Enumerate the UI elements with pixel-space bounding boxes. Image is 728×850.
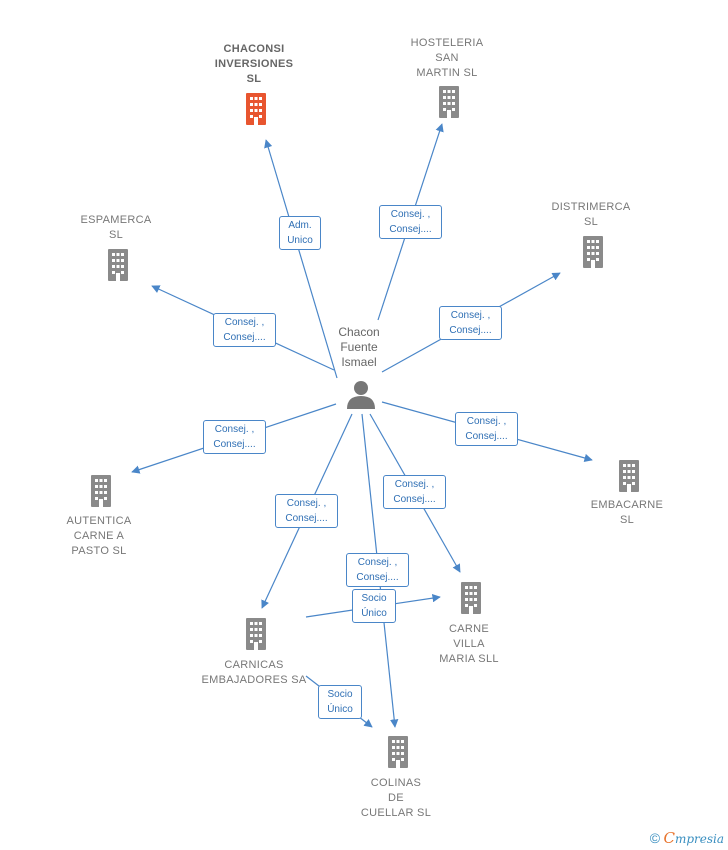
building-icon-hosteleria[interactable]	[439, 86, 459, 118]
company-label-distrimerca[interactable]: DISTRIMERCA SL	[531, 200, 651, 230]
edge-label-e_chaconsi[interactable]: Adm. Unico	[279, 216, 321, 250]
company-label-line: DE	[388, 792, 404, 804]
company-label-line: CARNE	[448, 623, 489, 635]
person-label-line: Fuente	[340, 340, 378, 354]
company-label-line: INVERSIONES	[214, 58, 294, 70]
company-label-hosteleria[interactable]: HOSTELERIA SAN MARTIN SL	[387, 36, 507, 81]
building-icon-chaconsi[interactable]	[246, 93, 266, 125]
company-label-line: VILLA	[453, 638, 485, 650]
company-label-line: AUTENTICA	[66, 515, 132, 527]
company-label-line: CARNE A	[73, 530, 125, 542]
company-label-colinas[interactable]: COLINAS DE CUELLAR SL	[336, 776, 456, 821]
edge-label-line: Adm.	[288, 220, 312, 231]
edge-label-line: Consej. ,	[450, 310, 491, 321]
edge-label-line: Consej. ,	[224, 317, 265, 328]
edge-label-line: Consej....	[285, 513, 328, 524]
person-label-line: Chacon	[338, 325, 380, 339]
company-label-line: SL	[246, 73, 262, 85]
edge-label-line: Consej....	[393, 494, 436, 505]
edge-label-line: Consej. ,	[466, 416, 507, 427]
footer-brand: © Cmpresia	[650, 829, 724, 847]
company-label-line: PASTO SL	[71, 545, 127, 557]
edge-label-line: Consej....	[389, 224, 432, 235]
person-icon[interactable]	[347, 381, 375, 409]
building-icon-embacarne[interactable]	[619, 460, 639, 492]
edge-label-line: Consej. ,	[357, 557, 398, 568]
building-icon-distrimerca[interactable]	[583, 236, 603, 268]
company-label-line: CHACONSI	[223, 43, 285, 55]
company-label-line: CUELLAR SL	[360, 807, 432, 819]
building-icon-colinas[interactable]	[388, 736, 408, 768]
company-label-line: MARTIN SL	[416, 67, 478, 79]
company-label-line: SAN	[435, 52, 459, 64]
copyright-icon: ©	[649, 830, 661, 846]
company-label-line: MARIA SLL	[439, 653, 499, 665]
edge-line-e_chaconsi	[264, 139, 338, 379]
edge-label-e_carne_villa[interactable]: Consej. , Consej....	[383, 475, 446, 509]
edge-label-line: Socio	[361, 593, 387, 604]
company-label-line: SL	[108, 229, 124, 241]
company-label-line: ESPAMERCA	[80, 214, 152, 226]
edge-label-line: Único	[327, 704, 353, 715]
company-label-line: EMBAJADORES SA	[201, 674, 307, 686]
edge-label-line: Consej....	[356, 572, 399, 583]
edge-label-line: Único	[361, 608, 387, 619]
edge-label-line: Consej....	[223, 332, 266, 343]
company-label-line: SL	[583, 216, 599, 228]
edge-label-line: Consej....	[449, 325, 492, 336]
company-label-embacarne[interactable]: EMBACARNE SL	[567, 498, 687, 528]
edge-label-e_embacarne[interactable]: Consej. , Consej....	[455, 412, 518, 446]
company-label-line: COLINAS	[370, 777, 422, 789]
edge-label-line: Consej. ,	[286, 498, 327, 509]
company-label-chaconsi[interactable]: CHACONSI INVERSIONES SL	[194, 42, 314, 87]
company-label-line: EMBACARNE	[590, 499, 664, 511]
edge-label-e_carnicas[interactable]: Consej. , Consej....	[275, 494, 338, 528]
company-label-line: SL	[619, 514, 635, 526]
edge-label-line: Unico	[287, 235, 313, 246]
brand-logo: Cmpresia	[663, 829, 724, 847]
edge-label-e_distrimerca[interactable]: Consej. , Consej....	[439, 306, 502, 340]
building-icon-carne_villa[interactable]	[461, 582, 481, 614]
edge-label-line: Consej....	[465, 431, 508, 442]
building-icon-carnicas[interactable]	[246, 618, 266, 650]
company-label-line: HOSTELERIA	[410, 37, 484, 49]
edge-label-e_colinas[interactable]: Consej. , Consej....	[346, 553, 409, 587]
company-label-carnicas[interactable]: CARNICAS EMBAJADORES SA	[194, 658, 314, 688]
building-icon-espamerca[interactable]	[108, 249, 128, 281]
company-label-line: CARNICAS	[224, 659, 284, 671]
edge-label-line: Consej. ,	[390, 209, 431, 220]
company-label-carne_villa[interactable]: CARNE VILLA MARIA SLL	[409, 622, 529, 667]
company-label-espamerca[interactable]: ESPAMERCA SL	[56, 213, 176, 243]
edge-label-line: Consej. ,	[394, 479, 435, 490]
edge-label-line: Consej....	[213, 439, 256, 450]
edge-label-line: Consej. ,	[214, 424, 255, 435]
edge-label-e_autentica[interactable]: Consej. , Consej....	[203, 420, 266, 454]
company-label-line: DISTRIMERCA	[551, 201, 631, 213]
edge-label-line: Socio	[327, 689, 353, 700]
person-label-line: Ismael	[341, 355, 377, 369]
company-label-autentica[interactable]: AUTENTICA CARNE A PASTO SL	[39, 514, 159, 559]
edge-label-e_hosteleria[interactable]: Consej. , Consej....	[379, 205, 442, 239]
building-icon-autentica[interactable]	[91, 475, 111, 507]
edge-label-e_espamerca[interactable]: Consej. , Consej....	[213, 313, 276, 347]
